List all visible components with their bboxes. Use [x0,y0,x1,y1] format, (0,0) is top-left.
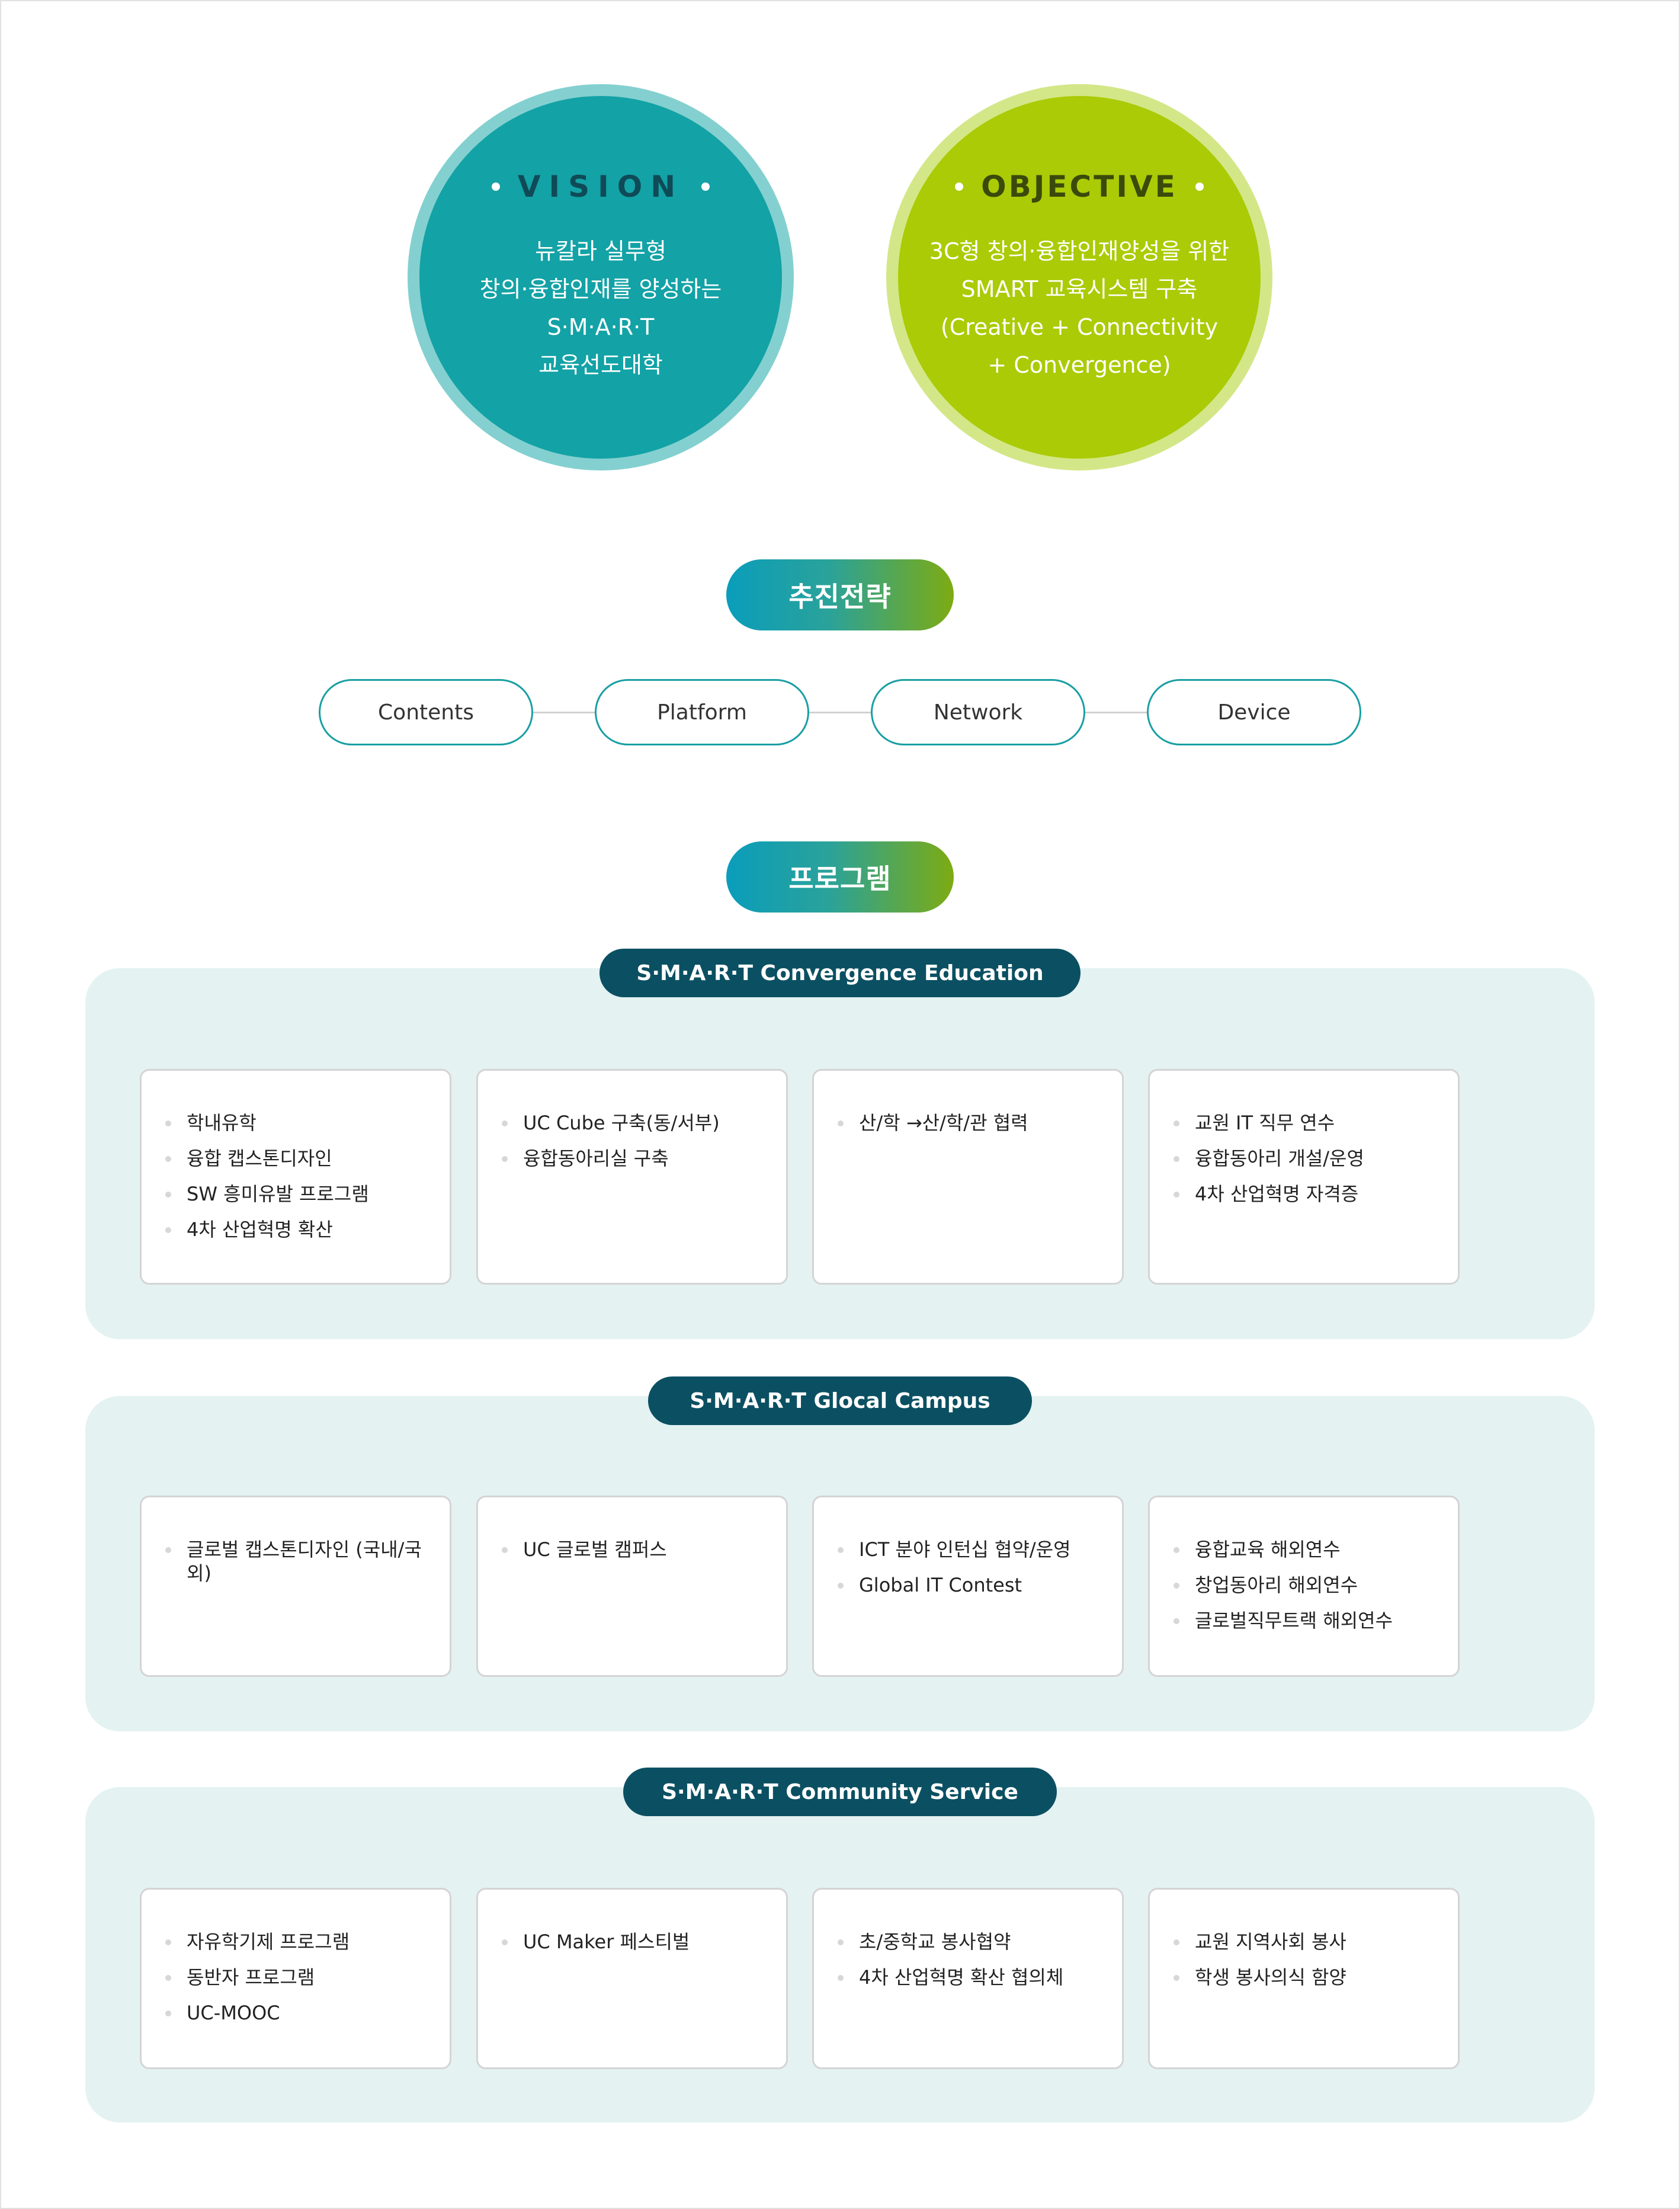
vision-title-row: VISION [491,169,710,204]
vision-line: S·M·A·R·T [547,314,655,340]
program-item: SW 흥미유발 프로그램 [165,1176,450,1212]
program-item: 자유학기제 프로그램 [165,1924,450,1960]
program-card: 융합교육 해외연수 창업동아리 해외연수 글로벌직무트랙 해외연수 [1148,1496,1460,1677]
strategy-connector-line [533,712,1149,713]
program-item: 학생 봉사의식 함양 [1174,1960,1458,1995]
program-card: UC Cube 구축(동/서부) 융합동아리실 구축 [476,1069,788,1285]
program-item: 교원 IT 직무 연수 [1174,1105,1458,1141]
program-item: 글로벌직무트랙 해외연수 [1174,1603,1458,1638]
program-item: 창업동아리 해외연수 [1174,1567,1458,1603]
objective-title: OBJECTIVE [981,169,1178,204]
program-item: ICT 분야 인턴십 협약/운영 [838,1532,1122,1567]
section-label: S·M·A·R·T Convergence Education [599,949,1081,997]
objective-text: 3C형 창의·융합인재양성을 위한 SMART 교육시스템 구축 (Creati… [929,232,1229,384]
program-item: 교원 지역사회 봉사 [1174,1924,1458,1960]
program-card: 초/중학교 봉사협약 4차 산업혁명 확산 협의체 [812,1888,1124,2069]
program-card: 교원 IT 직무 연수 융합동아리 개설/운영 4차 산업혁명 자격증 [1148,1069,1460,1285]
strategy-item-device: Device [1147,679,1361,745]
program-item: Global IT Contest [838,1567,1122,1603]
program-card: 자유학기제 프로그램 동반자 프로그램 UC-MOOC [140,1888,451,2069]
program-card: UC 글로벌 캠퍼스 [476,1496,788,1677]
program-item: UC Maker 페스티벌 [502,1924,786,1960]
vision-line: 교육선도대학 [538,352,663,378]
program-item: 융합동아리 개설/운영 [1174,1141,1458,1176]
objective-line: (Creative + Connectivity [940,314,1219,340]
program-item: 초/중학교 봉사협약 [838,1924,1122,1960]
program-heading: 프로그램 [726,841,954,913]
vision-text: 뉴칼라 실무형 창의·융합인재를 양성하는 S·M·A·R·T 교육선도대학 [480,232,722,384]
program-item: 산/학 →산/학/관 협력 [838,1105,1122,1141]
objective-circle: OBJECTIVE 3C형 창의·융합인재양성을 위한 SMART 교육시스템 … [886,84,1272,470]
program-card: ICT 분야 인턴십 협약/운영 Global IT Contest [812,1496,1124,1677]
bullet-dot-icon [701,183,710,191]
strategy-heading: 추진전략 [726,559,954,630]
program-item: 4차 산업혁명 확산 [165,1212,450,1247]
program-card: 글로벌 캡스톤디자인 (국내/국외) [140,1496,451,1677]
section-label: S·M·A·R·T Glocal Campus [648,1376,1032,1425]
bullet-dot-icon [491,183,500,191]
vision-circle: VISION 뉴칼라 실무형 창의·융합인재를 양성하는 S·M·A·R·T 교… [408,84,794,470]
objective-line: + Convergence) [988,352,1171,378]
program-item: 동반자 프로그램 [165,1960,450,1995]
program-item: UC Cube 구축(동/서부) [502,1105,786,1141]
vision-line: 창의·융합인재를 양성하는 [479,276,722,302]
program-card: 산/학 →산/학/관 협력 [812,1069,1124,1285]
bullet-dot-icon [955,183,964,191]
program-item: 융합 캡스톤디자인 [165,1141,450,1176]
vision-title: VISION [517,169,684,204]
objective-title-row: OBJECTIVE [955,169,1204,204]
program-item: UC 글로벌 캠퍼스 [502,1532,786,1567]
program-item: 학내유학 [165,1105,450,1141]
vision-line: 뉴칼라 실무형 [535,238,666,264]
program-card: UC Maker 페스티벌 [476,1888,788,2069]
program-item: 융합교육 해외연수 [1174,1532,1458,1567]
program-card: 교원 지역사회 봉사 학생 봉사의식 함양 [1148,1888,1460,2069]
program-item: 4차 산업혁명 자격증 [1174,1176,1458,1212]
strategy-item-platform: Platform [595,679,809,745]
program-item: 융합동아리실 구축 [502,1141,786,1176]
program-item: UC-MOOC [165,1995,450,2031]
objective-line: SMART 교육시스템 구축 [961,276,1198,302]
program-item: 글로벌 캡스톤디자인 (국내/국외) [165,1532,450,1585]
bullet-dot-icon [1195,183,1204,191]
program-card: 학내유학 융합 캡스톤디자인 SW 흥미유발 프로그램 4차 산업혁명 확산 [140,1069,451,1285]
strategy-item-contents: Contents [319,679,533,745]
program-item: 4차 산업혁명 확산 협의체 [838,1960,1122,1995]
section-label: S·M·A·R·T Community Service [623,1768,1057,1816]
objective-line: 3C형 창의·융합인재양성을 위한 [929,238,1230,264]
strategy-item-network: Network [871,679,1085,745]
